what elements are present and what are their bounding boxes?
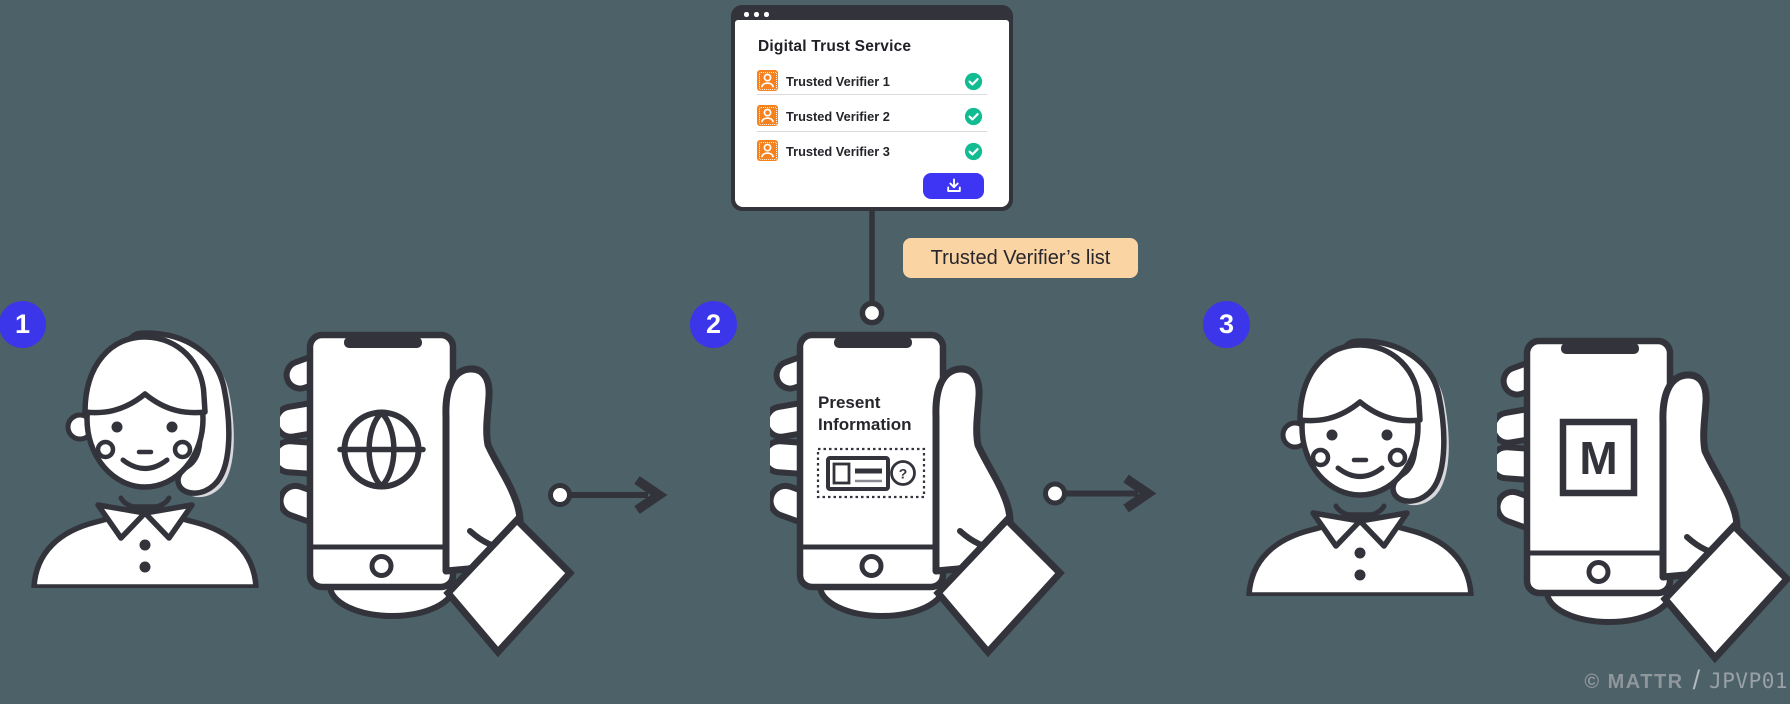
- step-3-badge: 3: [1203, 301, 1250, 348]
- verifier-row: Trusted Verifier 2: [757, 105, 987, 130]
- verifier-label: Trusted Verifier 2: [786, 109, 890, 124]
- flow-arrow-2: [1043, 474, 1157, 513]
- woman-illustration-step3: [1243, 338, 1478, 596]
- person-icon: [757, 105, 778, 126]
- globe-icon: [337, 409, 426, 490]
- step-2-badge: 2: [690, 301, 737, 348]
- phone-in-hand-step2: Present Information ?: [770, 297, 1070, 672]
- verified-check-icon: [964, 142, 983, 161]
- window-control-dot: [764, 12, 769, 17]
- watermark-separator: /: [1692, 665, 1701, 695]
- person-icon: [757, 70, 778, 91]
- mattr-logo: M: [1559, 418, 1638, 497]
- verified-check-icon: [964, 72, 983, 91]
- trusted-verifiers-list-callout: Trusted Verifier’s list: [903, 238, 1138, 278]
- question-mark: ?: [899, 466, 908, 482]
- woman-illustration-step1: [28, 330, 263, 588]
- row-divider: [757, 94, 987, 95]
- download-icon: [946, 178, 961, 192]
- window-title: Digital Trust Service: [758, 38, 912, 55]
- digital-trust-service-window: Digital Trust Service Trusted Verifier 1: [731, 5, 1013, 211]
- flow-arrow-1: [548, 476, 668, 514]
- verified-check-icon: [964, 107, 983, 126]
- window-control-dot: [754, 12, 759, 17]
- step-1-badge: 1: [0, 301, 46, 348]
- verifier-row: Trusted Verifier 1: [757, 70, 987, 95]
- download-button[interactable]: [923, 173, 984, 199]
- present-information-screen: Present Information ?: [816, 393, 926, 499]
- verifier-label: Trusted Verifier 3: [786, 144, 890, 159]
- person-icon: [757, 140, 778, 161]
- mattr-logo-letter: M: [1579, 432, 1617, 484]
- screen-title-line2: Information: [818, 415, 912, 434]
- watermark-code: JPVP01: [1709, 669, 1788, 693]
- watermark-brand: © MATTR: [1584, 671, 1684, 693]
- phone-in-hand-step3: M: [1497, 303, 1790, 678]
- window-control-dot: [744, 12, 749, 17]
- verifier-label: Trusted Verifier 1: [786, 74, 890, 89]
- connector-line: [859, 209, 885, 326]
- screen-title-line1: Present: [818, 393, 881, 412]
- row-divider: [757, 131, 987, 132]
- watermark: © MATTR / JPVP01: [1550, 664, 1788, 695]
- verifier-row: Trusted Verifier 3: [757, 140, 987, 165]
- phone-in-hand-step1: [280, 297, 580, 672]
- question-icon: [890, 460, 916, 486]
